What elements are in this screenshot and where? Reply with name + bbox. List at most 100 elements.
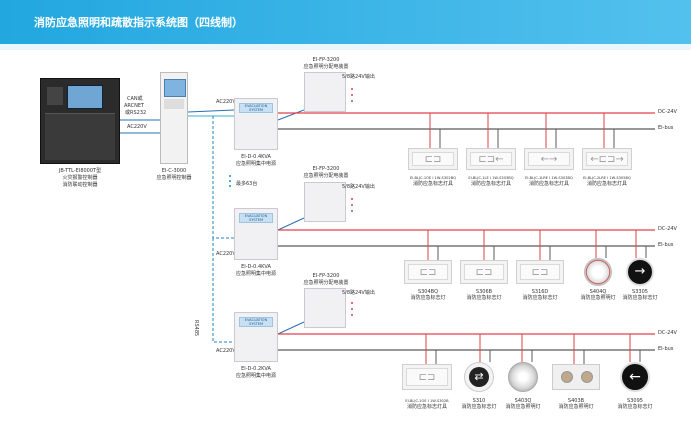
exit-sign-icon: ⊏⊐	[412, 152, 454, 166]
row2-name-5: 消防应急标志灯	[622, 295, 658, 301]
emergency-light-icon	[508, 362, 538, 392]
central-supply-3-screen: EVACUATION SYSTEM	[244, 318, 268, 326]
central-supply-2-name: 应急照明集中电源	[235, 271, 277, 277]
row2-model-5: S3305	[632, 289, 648, 295]
row2-name-3: 消防应急标志灯	[522, 295, 558, 301]
rs485-bus	[212, 116, 234, 239]
output-dots	[351, 88, 353, 316]
central-supply-2-screen: EVACUATION SYSTEM	[244, 214, 268, 222]
central-supply-1-model: EI-D-0.4KVA	[241, 154, 271, 160]
link-label-ac220-2: AC220V	[216, 251, 236, 257]
dist-box-3-output: 5/8路24V输出	[342, 290, 375, 296]
arrow-sign-icon: →	[626, 258, 654, 286]
lighting-controller-screen	[164, 79, 186, 97]
row1-drops	[429, 113, 615, 148]
row3-model-3: S403Q	[514, 398, 532, 404]
dist-box-3-name: 应急照明分配电装置	[303, 280, 349, 286]
supply-dist-link-3	[277, 321, 305, 335]
row1-sign-3: ←→	[524, 148, 574, 170]
bus-label-dc24v-3: DC-24V	[658, 330, 677, 336]
row2-model-1: S304BQ	[417, 289, 439, 295]
row1-sign-1: ⊏⊐	[408, 148, 458, 170]
exit-sign-icon: ⊏⊐	[464, 264, 504, 280]
row3-name-1: 消防应急标志灯具	[406, 404, 448, 410]
bus-label-eibus-2: EI-bus	[658, 242, 674, 248]
link-label-arcnet: ARCNET	[124, 103, 145, 109]
continuation-dots	[229, 175, 231, 187]
dist-box-3-model: EI-FP-3200	[312, 273, 340, 279]
exit-sign-icon: ←→	[528, 152, 570, 166]
exit-sign-icon: ⊏⊐←	[470, 152, 512, 166]
link-label-rs232: 或RS232	[125, 110, 147, 116]
header-divider	[0, 44, 691, 50]
controller-line3: 消防联动控制器	[62, 182, 98, 188]
header-banner: 消防应急照明和疏散指示系统图（四线制）	[0, 0, 691, 44]
row3-name-4: 消防应急照明灯	[558, 404, 594, 410]
row1-model-3: EI-BLJC-1LRE I 1W-S303BQ	[525, 176, 573, 180]
dist-box-1-output: 5/8路24V输出	[342, 74, 375, 80]
row1-name-2: 消防应急标志灯具	[470, 181, 512, 187]
lighting-controller	[160, 72, 188, 164]
central-supply-3-name: 应急照明集中电源	[235, 373, 277, 379]
row2-model-3: S316D	[531, 289, 549, 295]
row2-model-2: S306B	[475, 289, 493, 295]
row2-sign-2: ⊏⊐	[460, 260, 508, 284]
fire-alarm-controller	[40, 78, 120, 164]
central-supply-2-model: EI-D-0.4KVA	[241, 264, 271, 270]
bus-label-dc24v-1: DC-24V	[658, 109, 677, 115]
supply-dist-link-1	[277, 109, 305, 121]
row3-sign-1: ⊏⊐	[402, 364, 452, 390]
row2-name-1: 消防应急标志灯	[410, 295, 446, 301]
exit-sign-icon: ⊏⊐	[408, 264, 448, 280]
dist-box-2-output: 5/8路24V输出	[342, 184, 375, 190]
dist-box-1	[304, 72, 346, 112]
row3-model-2: S310	[472, 398, 486, 404]
supply-dist-link-2	[277, 217, 305, 231]
page-title: 消防应急照明和疏散指示系统图（四线制）	[34, 16, 243, 29]
row3-model-1: EI-BLJC-1OE I 1W-S302B	[405, 399, 449, 403]
lighting-controller-model: EI-C-3000	[161, 168, 187, 174]
row2-sign-3: ⊏⊐	[516, 260, 564, 284]
max-units-note: 最多63台	[236, 181, 258, 187]
row2-name-4: 消防应急照明灯	[580, 295, 616, 301]
central-supply-1-screen: EVACUATION SYSTEM	[244, 104, 268, 112]
row1-model-4: EI-BLJC-2LRE I 1W-S305BQ	[583, 176, 631, 180]
row2-model-4: S404Q	[589, 289, 607, 295]
dist-box-2	[304, 182, 346, 222]
link-label-rs485: RS485	[193, 320, 199, 337]
central-supply-2: EVACUATION SYSTEM	[234, 208, 278, 260]
row3-name-3: 消防应急照明灯	[505, 404, 541, 410]
double-arrow-icon: ⇄	[469, 367, 489, 387]
spot-lamp-icon	[581, 371, 593, 383]
row3-drops	[425, 334, 641, 364]
row1-sign-4: ←⊏⊐→	[582, 148, 632, 170]
link-label-ac220-3: AC220V	[216, 348, 236, 354]
controller-panel-lower	[45, 113, 115, 160]
spot-lamp-icon	[561, 371, 573, 383]
ac220-line-1	[187, 109, 235, 113]
emergency-light-icon	[584, 258, 612, 286]
row3-name-2: 消防应急标志灯	[461, 404, 497, 410]
bus-label-eibus-1: EI-bus	[658, 125, 674, 131]
row1-name-4: 消防应急标志灯具	[586, 181, 628, 187]
exit-sign-icon: ⊏⊐	[520, 264, 560, 280]
row1-model-1: EI-BLJC-1OE I 1W-S302BQ	[410, 176, 456, 180]
dist-box-2-model: EI-FP-3200	[312, 166, 340, 172]
link-label-ac220-b: AC220V	[216, 99, 236, 105]
row2-name-2: 消防应急标志灯	[466, 295, 502, 301]
exit-sign-icon: ⊏⊐	[406, 368, 448, 386]
central-supply-3: EVACUATION SYSTEM	[234, 312, 278, 362]
bus-label-dc24v-2: DC-24V	[658, 226, 677, 232]
central-supply-1-name: 应急照明集中电源	[235, 161, 277, 167]
dist-box-1-name: 应急照明分配电装置	[303, 64, 349, 70]
twin-spot-light	[552, 364, 600, 390]
row1-model-2: EI-BLJC-1LE I 1W-S303BQ	[468, 176, 514, 180]
lighting-controller-name: 应急照明控制器	[156, 175, 192, 181]
link-label-ac220-a: AC220V	[127, 124, 147, 130]
row3-model-5: S3095	[627, 398, 643, 404]
row1-sign-2: ⊏⊐←	[466, 148, 516, 170]
row3-name-5: 消防应急标志灯	[617, 404, 653, 410]
central-supply-3-model: EI-D-0.2KVA	[241, 366, 271, 372]
row2-sign-1: ⊏⊐	[404, 260, 452, 284]
